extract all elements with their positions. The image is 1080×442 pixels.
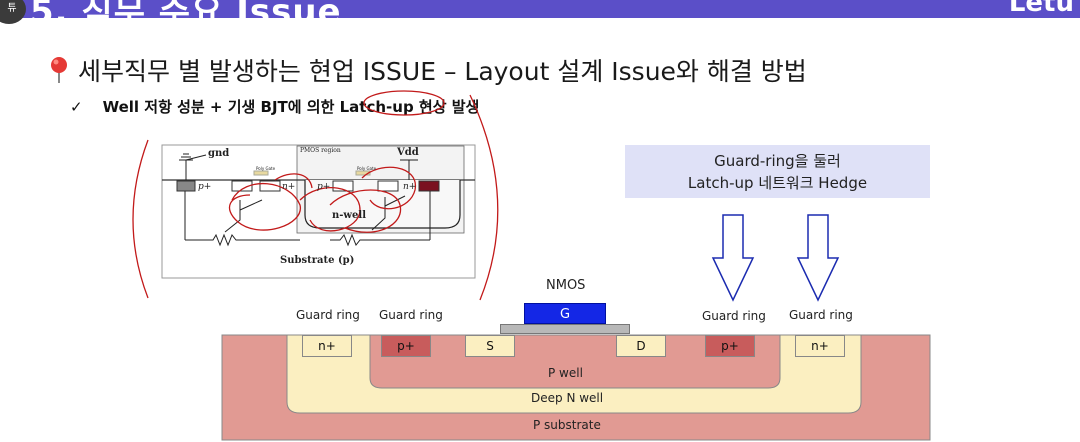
- brand-logo: Letu: [1008, 0, 1074, 18]
- guard-ring-label: Guard ring: [296, 308, 360, 322]
- handwritten-annotation: [132, 90, 599, 411]
- p-plus-label: p+: [317, 182, 331, 192]
- diffusion-n-2: [259, 180, 281, 192]
- diffusion-p-left: [176, 180, 196, 192]
- gnd-label: gnd: [208, 148, 230, 159]
- callout-line-2: Latch-up 네트워크 Hedge: [687, 173, 868, 192]
- down-arrow-icon: [796, 214, 840, 302]
- guard-ring-n-plus-right: n+: [795, 335, 845, 357]
- heading-text: 세부직무 별 발생하는 현업 ISSUE – Layout 설계 Issue와 …: [78, 57, 807, 86]
- bjt-npn-symbol: [224, 200, 241, 233]
- p-plus-label: p+: [198, 182, 212, 192]
- p-well-label: P well: [548, 366, 583, 380]
- checkmark-icon: ✓: [70, 97, 83, 116]
- poly-gate-label: Poly Gate: [256, 166, 276, 171]
- bjt-pnp-symbol: [371, 197, 386, 231]
- deep-n-well-label: Deep N well: [531, 391, 604, 405]
- guard-ring-callout: Guard-ring을 둘러 Latch-up 네트워크 Hedge: [625, 145, 930, 198]
- diffusion-p-1: [332, 180, 354, 192]
- vdd-label: Vdd: [397, 147, 419, 158]
- diffusion-n-right: [418, 180, 440, 192]
- nwell-label: n-well: [332, 210, 366, 221]
- substrate-label: Substrate (p): [280, 255, 355, 266]
- slide-title: 5. 직무 주요 Issue: [30, 0, 342, 18]
- n-plus-label: n+: [282, 182, 296, 192]
- nmos-label: NMOS: [546, 278, 586, 293]
- header-bar: 5. 직무 주요 Issue Letu: [0, 0, 1080, 18]
- guard-ring-label: Guard ring: [702, 309, 766, 323]
- gate-g: G: [524, 303, 606, 324]
- poly-gate-2: [355, 170, 371, 176]
- drain-region: D: [616, 335, 666, 357]
- guard-ring-label: Guard ring: [379, 308, 443, 322]
- p-substrate-label: P substrate: [533, 418, 601, 432]
- poly-gate-1: [253, 170, 269, 176]
- avatar-badge: 튜: [0, 0, 26, 24]
- guard-ring-n-plus-left: n+: [302, 335, 352, 357]
- section-heading: 세부직무 별 발생하는 현업 ISSUE – Layout 설계 Issue와 …: [48, 52, 807, 88]
- substrate-resistor: [185, 233, 300, 247]
- guard-ring-p-plus-left: p+: [381, 335, 431, 357]
- source-region: S: [465, 335, 515, 357]
- bullet-text: Well 저항 성분 + 기생 BJT에 의한 Latch-up 현상 발생: [102, 98, 480, 116]
- callout-line-1: Guard-ring을 둘러: [714, 151, 841, 170]
- diffusion-n-1: [231, 180, 253, 192]
- guard-ring-label: Guard ring: [789, 308, 853, 322]
- poly-gate-label: Poly Gate: [357, 166, 377, 171]
- n-plus-label: n+: [403, 182, 417, 192]
- gate-oxide: [500, 324, 630, 334]
- pmos-region-label: PMOS region: [300, 147, 341, 154]
- guard-ring-p-plus-right: p+: [705, 335, 755, 357]
- down-arrow-icon: [711, 214, 755, 302]
- pushpin-icon: [51, 57, 67, 83]
- bullet-point: ✓ Well 저항 성분 + 기생 BJT에 의한 Latch-up 현상 발생: [70, 96, 479, 117]
- well-resistor: [330, 233, 430, 247]
- diffusion-p-2: [377, 180, 399, 192]
